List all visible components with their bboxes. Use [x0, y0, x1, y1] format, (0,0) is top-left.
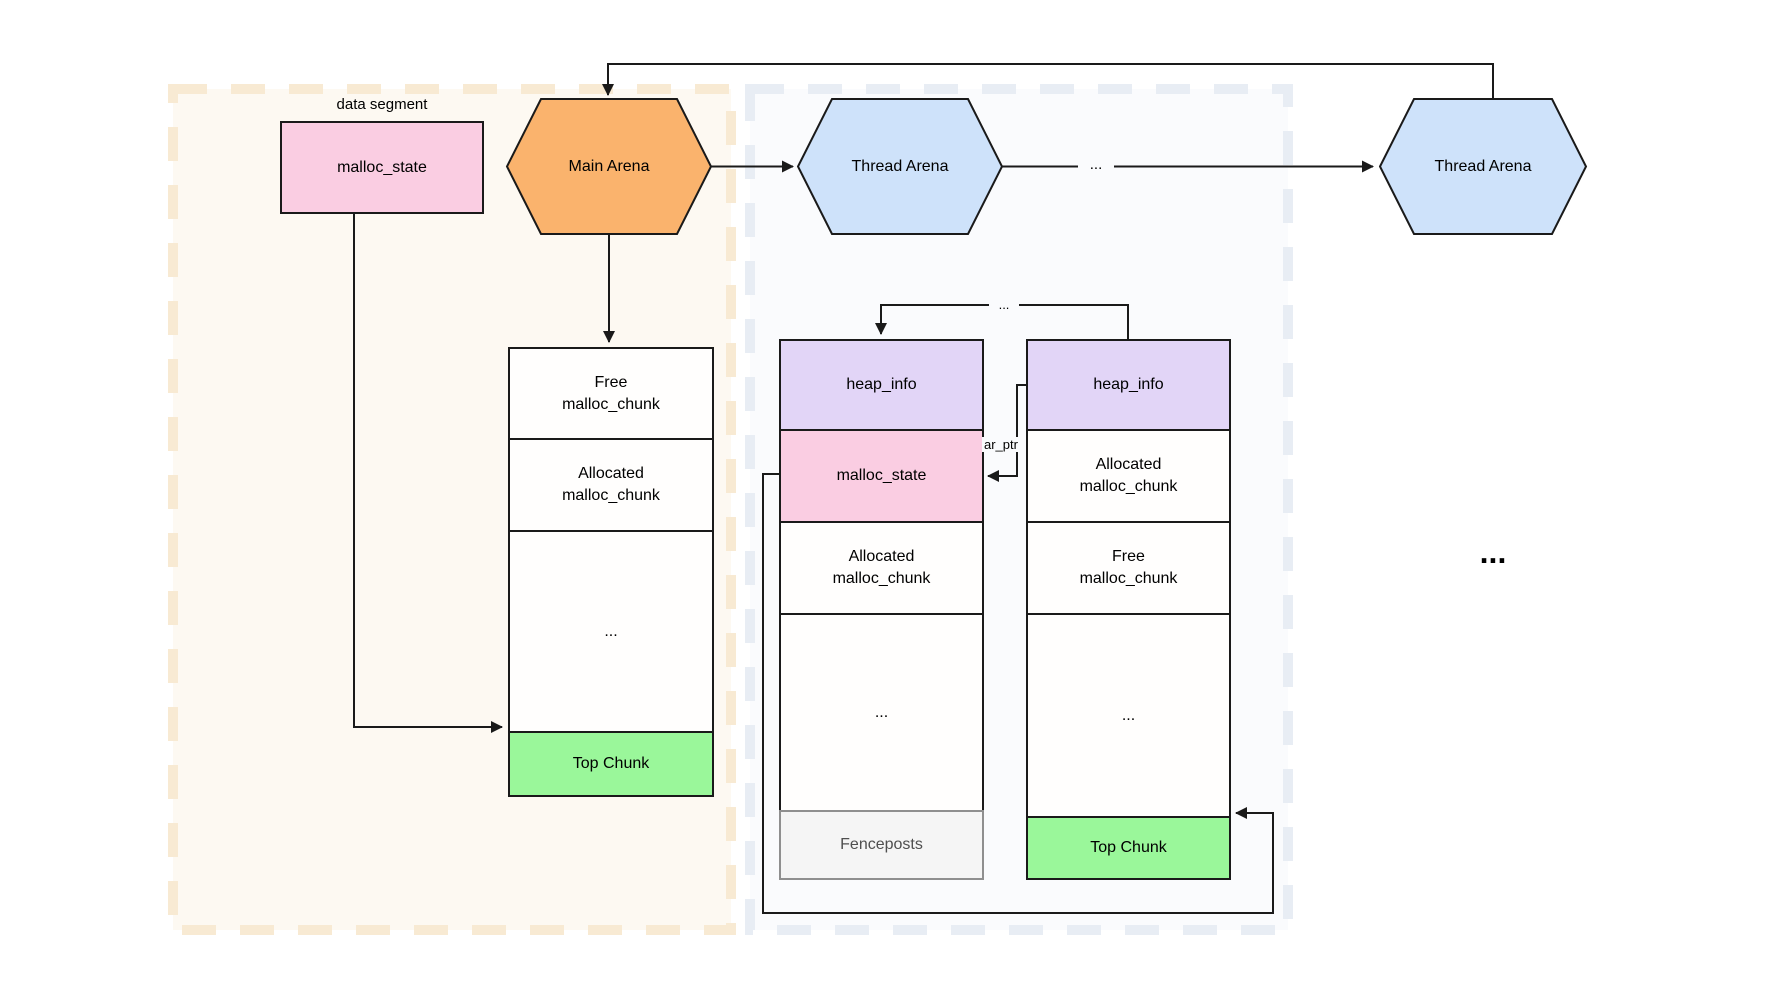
- arrow-malloc-state-to-top-chunk: [353, 214, 503, 733]
- arrow-last-thread-arena-to-main-arena: [602, 63, 1494, 99]
- main-heap-row-free-label: Free malloc_chunk: [562, 373, 660, 413]
- thread-arena-1-label: Thread Arena: [851, 157, 949, 175]
- main-heap-row-allocated: Allocated malloc_chunk: [510, 438, 712, 530]
- thread-heap-1-row-heap-info: heap_info: [781, 341, 982, 429]
- main-heap-row-free: Free malloc_chunk: [510, 349, 712, 438]
- arrow-ar-ptr: [987, 384, 1027, 482]
- thread-heap-1-row-malloc-state: malloc_state: [781, 429, 982, 521]
- thread-heap-2-heap-info-label: heap_info: [1093, 376, 1164, 393]
- fenceposts-box: Fenceposts: [779, 810, 984, 880]
- thread-heap-2-row-allocated: Allocated malloc_chunk: [1028, 429, 1229, 521]
- thread-heap-2-top-chunk-label: Top Chunk: [1090, 839, 1167, 856]
- thread-heap-2-free-label: Free malloc_chunk: [1079, 548, 1178, 587]
- thread-heap-2-column: heap_info Allocated malloc_chunk Free ma…: [1026, 339, 1231, 880]
- ar-ptr-label: ar_ptr: [982, 437, 1020, 452]
- main-heap-row-allocated-label: Allocated malloc_chunk: [562, 465, 660, 504]
- thread-heap-2-ellipsis-label: ...: [1121, 706, 1136, 724]
- main-heap-row-top-chunk-label: Top Chunk: [572, 755, 650, 772]
- thread-heap-2-row-free: Free malloc_chunk: [1028, 521, 1229, 613]
- thread-heap-2-allocated-label: Allocated malloc_chunk: [1079, 456, 1178, 495]
- main-heap-row-ellipsis: ...: [510, 530, 712, 731]
- thread-heap-2-row-heap-info: heap_info: [1028, 341, 1229, 429]
- data-segment-label: data segment: [336, 96, 428, 113]
- main-heap-row-top-chunk: Top Chunk: [510, 731, 712, 795]
- thread-heap-1-row-ellipsis: ...: [781, 613, 982, 810]
- thread-heap-1-heap-info-label: heap_info: [846, 376, 917, 393]
- main-arena-hexagon: [505, 98, 713, 235]
- thread-heap-2-row-ellipsis: ...: [1028, 613, 1229, 816]
- main-heap-column: Free malloc_chunk Allocated malloc_chunk…: [508, 347, 714, 797]
- arrow-malloc-state-to-thread-top-chunk: [762, 473, 1274, 914]
- thread-heap-2-row-top-chunk: Top Chunk: [1028, 816, 1229, 878]
- thread-heap-1-malloc-state-label: malloc_state: [836, 467, 927, 484]
- thread-arena-hexagon-1: [796, 98, 1004, 235]
- main-heap-row-ellipsis-label: ...: [604, 622, 618, 640]
- malloc-state-box: malloc_state: [280, 121, 484, 214]
- more-arenas-ellipsis: ...: [1479, 533, 1507, 570]
- main-arena-label: Main Arena: [568, 157, 650, 175]
- thread-heap-1-column: heap_info malloc_state Allocated malloc_…: [779, 339, 984, 812]
- thread-heap-1-allocated-label: Allocated malloc_chunk: [832, 548, 931, 587]
- thread-heap-1-ellipsis-label: ...: [874, 703, 889, 721]
- arena-chain-ellipsis: ...: [1078, 153, 1114, 175]
- thread-arena-2-label: Thread Arena: [1434, 157, 1532, 175]
- thread-heap-1-row-allocated: Allocated malloc_chunk: [781, 521, 982, 613]
- heap-chain-ellipsis: ...: [989, 296, 1019, 313]
- thread-arena-hexagon-2: [1378, 98, 1588, 235]
